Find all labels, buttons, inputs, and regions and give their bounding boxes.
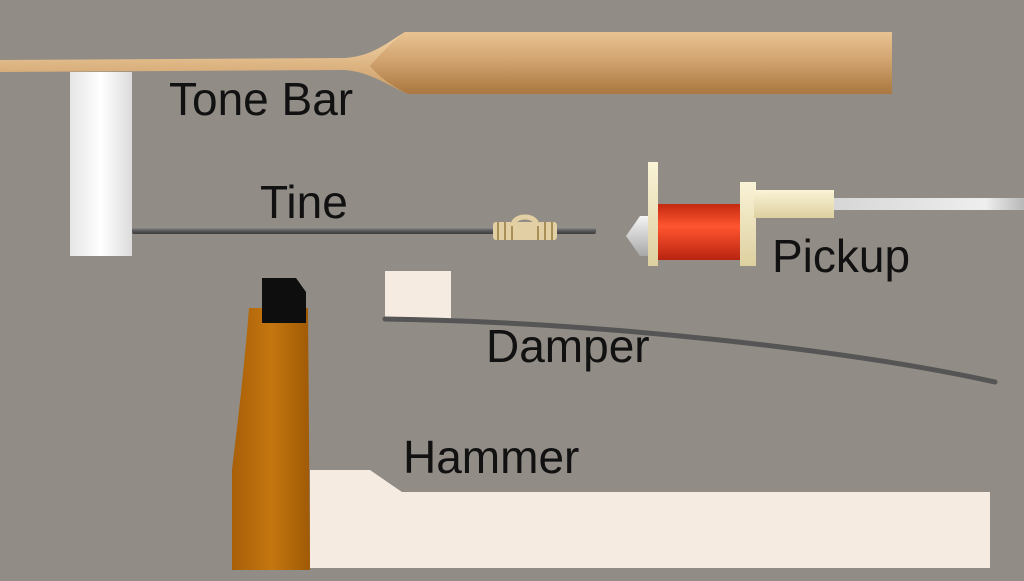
tine [132,214,596,240]
tuning-spring [493,214,557,240]
hammer [232,278,310,570]
tine-rod [132,227,596,234]
key-lever-step [310,470,402,492]
label-damper: Damper [486,320,650,372]
pickup-lead-wire [832,198,1024,210]
pickup-coil [658,204,744,260]
label-hammer: Hammer [403,431,579,483]
tone-bar-body [370,32,892,94]
key-lever-body [310,492,990,568]
damper [382,271,998,385]
key-lever [310,470,990,568]
damper-felt [385,271,451,319]
label-tone-bar: Tone Bar [169,73,353,125]
hammer-tip [262,278,306,323]
tone-bar [0,32,892,94]
label-pickup: Pickup [772,230,910,282]
tine-clamp-block [70,72,132,256]
pickup [626,162,1024,266]
pickup-mount-bracket [754,190,834,218]
damper-wire [382,316,998,385]
label-tine: Tine [260,176,348,228]
hammer-body [232,308,310,570]
pickup-pole-tip [626,216,652,256]
pickup-rear-flange [740,182,756,266]
pickup-front-flange [648,162,658,266]
